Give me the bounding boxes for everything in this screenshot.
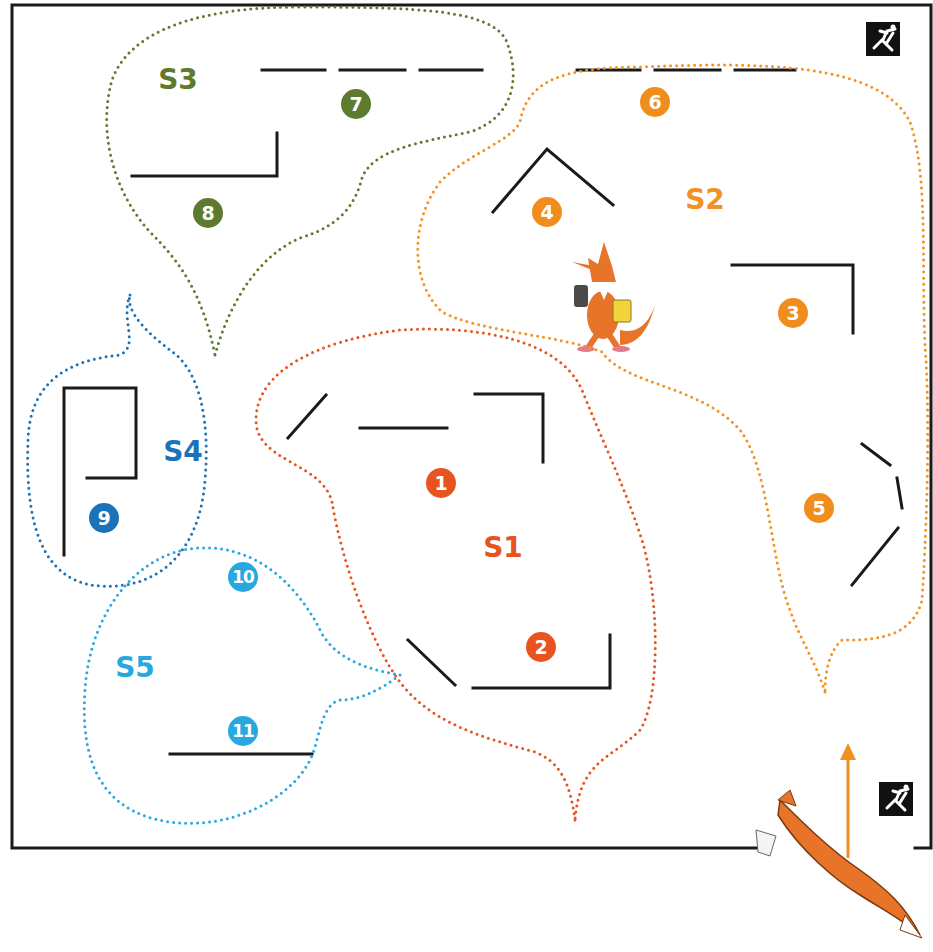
exit-icon [866, 22, 900, 56]
fox-chest [597, 284, 611, 300]
exit-icon [879, 782, 913, 816]
direction-arrow [847, 757, 850, 858]
fox-snout [572, 262, 594, 270]
callout-number-text: 9 [97, 509, 110, 528]
wall [408, 635, 610, 688]
running-figure [874, 29, 895, 50]
callout-number-text: 2 [534, 638, 547, 657]
callout-number: 10 [228, 562, 258, 592]
callout-number-text: 6 [648, 93, 661, 112]
callout-number: 11 [228, 716, 258, 746]
fox-bag [574, 285, 588, 307]
callout-number: 7 [341, 89, 371, 119]
region-label-holder: S3 [158, 66, 198, 94]
region-label-holder: S1 [483, 534, 523, 562]
fox-body [778, 800, 920, 935]
callout-number-text: 4 [540, 203, 553, 222]
callout-number-text: 5 [812, 499, 825, 518]
maze-walls [12, 5, 931, 848]
walking-fox [572, 242, 655, 352]
callout-number-text: 7 [349, 95, 362, 114]
callout-number-text: 1 [434, 474, 447, 493]
running-figure [887, 789, 908, 810]
dotted-boundary [107, 7, 514, 355]
dashed-wall [262, 69, 482, 72]
region-label: S1 [483, 531, 523, 564]
callout-number-text: 8 [201, 204, 214, 223]
fox-ear [778, 790, 796, 806]
wall [732, 265, 853, 333]
wall [288, 394, 543, 462]
wall [64, 388, 136, 555]
region-label-holder: S5 [115, 654, 155, 682]
fox-tail-tip [900, 915, 922, 938]
region-label: S2 [685, 183, 725, 216]
callout-number: 9 [89, 503, 119, 533]
running-figure-head [891, 25, 896, 30]
callout-number: 6 [640, 87, 670, 117]
callout-number: 5 [804, 493, 834, 523]
region-outline [95, 0, 525, 360]
callout-number: 4 [532, 197, 562, 227]
map-region: S1 1 2 [245, 320, 665, 825]
map-region: S2 6 4 3 5 [405, 55, 933, 700]
dotted-boundary [418, 65, 928, 692]
callout-number-text: 3 [786, 304, 799, 323]
dotted-boundary [84, 548, 400, 823]
callout-number: 8 [193, 198, 223, 228]
region-outline [245, 320, 665, 825]
exit-icon-box [879, 782, 913, 816]
wall [132, 133, 277, 176]
wall [170, 753, 312, 756]
running-figure-head [904, 785, 909, 790]
fox-book [613, 300, 631, 322]
region-label-holder: S2 [685, 186, 725, 214]
region-label: S5 [115, 651, 155, 684]
exit-icon-box [866, 22, 900, 56]
paper-plane [756, 830, 776, 856]
callout-number: 2 [526, 632, 556, 662]
wall [852, 444, 902, 585]
dotted-boundary [28, 295, 207, 586]
outer-wall [12, 5, 931, 848]
fox-shoe [577, 346, 595, 352]
fox-shoe [612, 346, 630, 352]
map-region: S5 10 11 [75, 540, 405, 835]
fox-head [588, 242, 616, 282]
region-label: S4 [163, 435, 203, 468]
map-region: S3 7 8 [95, 0, 525, 360]
direction-arrowhead [840, 743, 856, 760]
callout-number: 1 [426, 468, 456, 498]
fox-legs [588, 336, 618, 348]
region-label: S3 [158, 63, 198, 96]
region-outline [405, 55, 933, 700]
diving-fox [756, 743, 922, 938]
region-label-holder: S4 [163, 438, 203, 466]
callout-number-text: 10 [232, 569, 254, 586]
callout-number-text: 11 [232, 723, 254, 740]
callout-number: 3 [778, 298, 808, 328]
